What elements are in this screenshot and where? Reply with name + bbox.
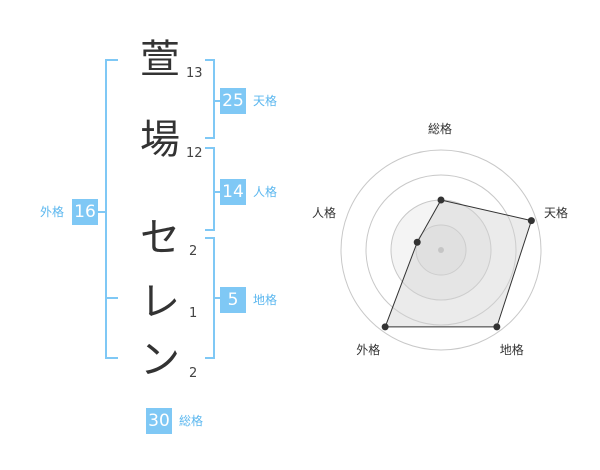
gaikaku-bracket — [105, 59, 118, 359]
radar-point-4 — [381, 323, 389, 331]
name-char-4: レ — [140, 279, 180, 325]
jinkaku-value: 14 — [220, 179, 246, 205]
name-char-5: ン — [140, 337, 180, 383]
tenkaku-bracket — [205, 59, 215, 139]
name-char-3: セ — [140, 215, 180, 261]
gaikaku-label: 外格 — [40, 205, 65, 219]
radar-point-5 — [413, 238, 421, 246]
soukaku-label: 総格 — [179, 414, 204, 428]
stroke-count-3: 2 — [189, 244, 198, 259]
radar-point-2 — [527, 217, 535, 225]
stroke-count-4: 1 — [189, 306, 198, 321]
radar-axis-label-3: 地格 — [499, 342, 524, 357]
radar-polygon — [384, 199, 533, 328]
stroke-count-5: 2 — [189, 366, 198, 381]
radar-axis-label-5: 人格 — [311, 206, 336, 221]
name-char-2: 場 — [140, 117, 180, 163]
radar-axis-label-4: 外格 — [356, 342, 381, 357]
chikaku-value: 5 — [220, 287, 246, 313]
tenkaku-value: 25 — [220, 88, 246, 114]
radar-point-3 — [493, 323, 501, 331]
radar-point-1 — [437, 196, 445, 204]
radar-center — [438, 247, 444, 253]
jinkaku-label: 人格 — [253, 185, 278, 199]
name-char-1: 萱 — [140, 37, 180, 83]
stroke-count-1: 13 — [186, 66, 203, 81]
chikaku-label: 地格 — [253, 293, 278, 307]
tenkaku-label: 天格 — [253, 94, 278, 108]
radar-axis-label-1: 総格 — [428, 122, 453, 136]
radar-axis-label-2: 天格 — [544, 206, 569, 221]
soukaku-value: 30 — [146, 408, 172, 434]
gaikaku-value: 16 — [72, 199, 98, 225]
stroke-count-2: 12 — [186, 146, 203, 161]
jinkaku-bracket — [205, 147, 215, 231]
